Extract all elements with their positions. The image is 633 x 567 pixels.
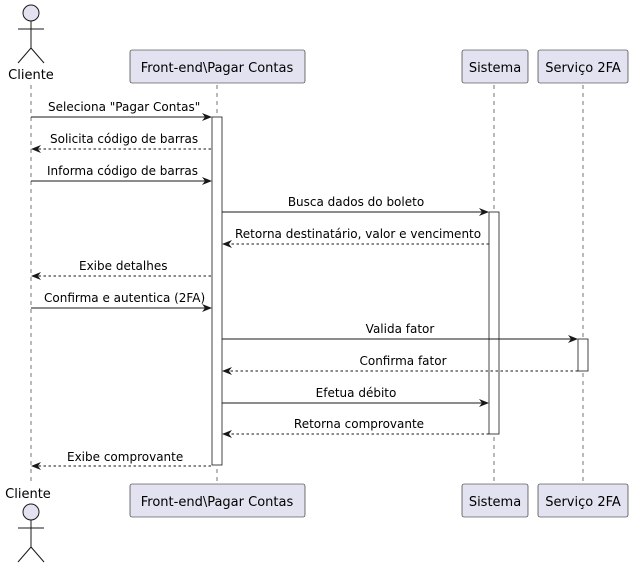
message-label: Busca dados do boleto: [288, 195, 424, 209]
participant-label-frontend-bottom: Front-end\Pagar Contas: [141, 495, 294, 510]
actor-head-icon: [22, 4, 40, 22]
message-label: Retorna destinatário, valor e vencimento: [235, 227, 481, 241]
message-10: Efetua débito: [222, 386, 489, 407]
participant-label-sistema-top: Sistema: [469, 61, 521, 76]
message-1: Seleciona "Pagar Contas": [31, 100, 212, 121]
participant-label-servico2fa-top: Serviço 2FA: [545, 61, 621, 76]
message-label: Exibe comprovante: [67, 450, 183, 464]
message-3: Informa código de barras: [31, 164, 212, 185]
activation-sistema: [488, 211, 500, 435]
participant-sistema-bottom: Sistema: [461, 483, 529, 518]
activation-servico2fa: [577, 338, 589, 372]
participant-servico2fa-top: Serviço 2FA: [537, 49, 629, 84]
message-4: Busca dados do boleto: [222, 195, 489, 216]
message-label: Valida fator: [366, 322, 435, 336]
participant-servico2fa-bottom: Serviço 2FA: [537, 483, 629, 518]
message-label: Confirma fator: [359, 354, 446, 368]
participant-label-sistema-bottom: Sistema: [469, 495, 521, 510]
message-label: Efetua débito: [316, 386, 397, 400]
actor-label-cliente-bottom: Cliente: [5, 487, 51, 502]
message-11: Retorna comprovante: [222, 417, 489, 438]
message-6: Exibe detalhes: [31, 259, 211, 280]
participant-frontend-bottom: Front-end\Pagar Contas: [129, 483, 306, 518]
activation-frontend: [211, 116, 223, 466]
participant-label-frontend-top: Front-end\Pagar Contas: [141, 61, 294, 76]
participant-frontend-top: Front-end\Pagar Contas: [129, 49, 306, 84]
actor-cliente-top: Cliente: [8, 4, 54, 83]
message-label: Confirma e autentica (2FA): [44, 291, 205, 305]
participant-label-servico2fa-bottom: Serviço 2FA: [545, 495, 621, 510]
message-9: Confirma fator: [222, 354, 578, 375]
message-label: Retorna comprovante: [294, 417, 424, 431]
actor-label-cliente-top: Cliente: [8, 68, 54, 83]
message-label: Seleciona "Pagar Contas": [48, 100, 200, 114]
message-8: Valida fator: [222, 322, 578, 343]
message-label: Exibe detalhes: [79, 259, 167, 273]
actor-cliente-bottom: Cliente: [5, 487, 51, 563]
message-label: Informa código de barras: [47, 164, 198, 178]
actor-head-icon: [22, 503, 40, 521]
message-2: Solicita código de barras: [31, 132, 211, 153]
participant-sistema-top: Sistema: [461, 49, 529, 84]
message-5: Retorna destinatário, valor e vencimento: [222, 227, 489, 248]
message-label: Solicita código de barras: [50, 132, 198, 146]
message-7: Confirma e autentica (2FA): [31, 291, 212, 312]
message-12: Exibe comprovante: [31, 450, 211, 470]
